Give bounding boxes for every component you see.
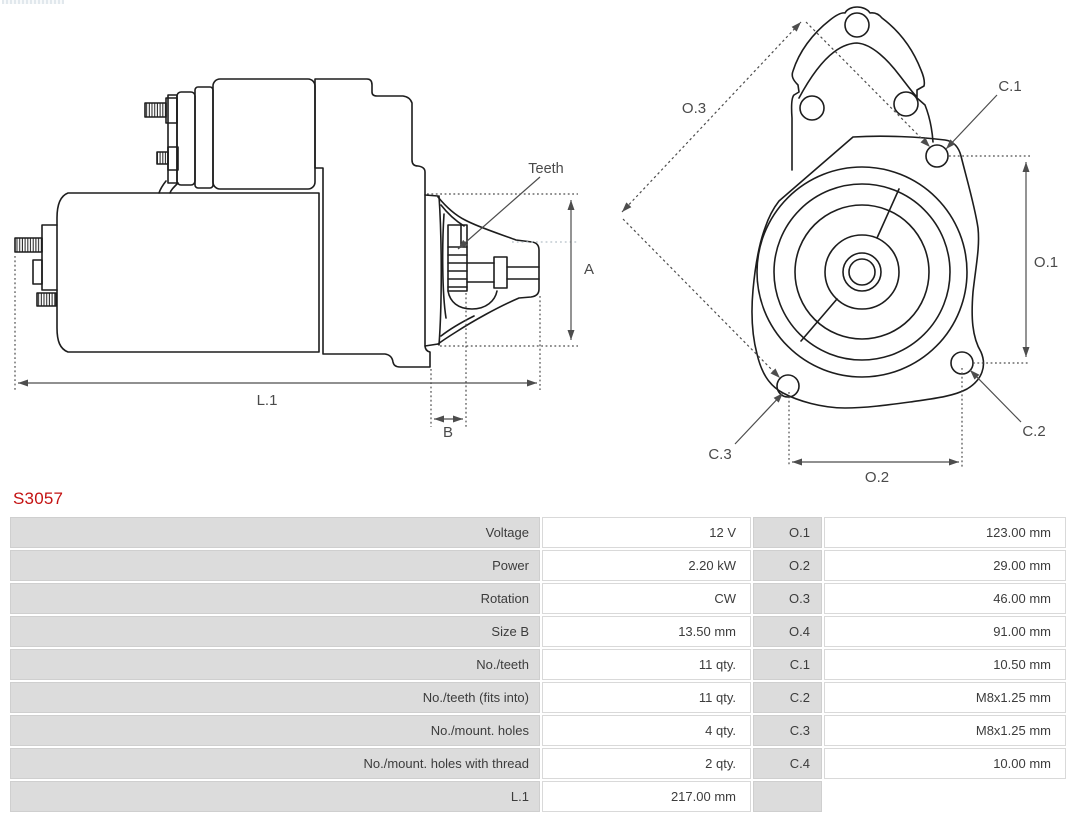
spec-label-cell: Rotation: [10, 583, 540, 614]
spec-label-cell: Size B: [10, 616, 540, 647]
spec-value-cell: 2.20 kW: [542, 550, 751, 581]
bell-housing: [437, 196, 540, 345]
dim-o1-label: O.1: [1034, 254, 1058, 271]
table-row: Rotation CW O.3 46.00 mm: [10, 583, 1066, 614]
mounting-flange: [751, 135, 985, 409]
table-row: L.1 217.00 mm: [10, 781, 1066, 812]
dim-label-cell: C.3: [753, 715, 822, 746]
dim-label-cell: C.2: [753, 682, 822, 713]
dim-value-cell: 10.00 mm: [824, 748, 1066, 779]
dim-value-cell: 91.00 mm: [824, 616, 1066, 647]
spec-label-cell: No./mount. holes with thread: [10, 748, 540, 779]
front-view-dimensions: [621, 21, 1030, 467]
dim-value-cell: 123.00 mm: [824, 517, 1066, 548]
solenoid-bracket: [158, 180, 179, 194]
teeth-label: Teeth: [528, 161, 563, 177]
dim-a-label: A: [584, 261, 594, 278]
dim-b-label: B: [443, 424, 453, 441]
dim-label-cell: O.2: [753, 550, 822, 581]
table-row: No./mount. holes 4 qty. C.3 M8x1.25 mm: [10, 715, 1066, 746]
spec-value-cell: 2 qty.: [542, 748, 751, 779]
dim-value-cell: 10.50 mm: [824, 649, 1066, 680]
pinion-scoop: [447, 290, 498, 310]
terminal-stud-thread: [14, 237, 43, 253]
table-row: Voltage 12 V O.1 123.00 mm: [10, 517, 1066, 548]
crown-left-hole: [799, 95, 825, 121]
solenoid-cap: [176, 91, 196, 186]
crown-right-hole: [893, 91, 919, 117]
part-number: S3057: [13, 489, 64, 508]
crown-outline: [790, 6, 934, 171]
spec-label-cell: No./mount. holes: [10, 715, 540, 746]
dim-c3-label: C.3: [708, 446, 731, 463]
solenoid-stud-top: [144, 102, 167, 118]
shaft: [466, 256, 540, 289]
hole-c2: [950, 351, 974, 375]
starter-front-view: [751, 6, 985, 409]
dim-label-cell: C.1: [753, 649, 822, 680]
crown-top-hole: [844, 12, 870, 38]
side-view-dimensions: [14, 176, 578, 427]
dim-label-cell: [753, 781, 822, 812]
hole-c3: [776, 374, 800, 398]
table-row: Size B 13.50 mm O.4 91.00 mm: [10, 616, 1066, 647]
crown-inner-arc: [798, 42, 917, 99]
table-row: No./teeth 11 qty. C.1 10.50 mm: [10, 649, 1066, 680]
table-row: No./mount. holes with thread 2 qty. C.4 …: [10, 748, 1066, 779]
hub-spokes: [800, 188, 900, 342]
spec-table: Voltage 12 V O.1 123.00 mm Power 2.20 kW…: [10, 517, 1066, 814]
drive-housing: [314, 78, 431, 368]
motor-body: [56, 192, 320, 353]
gear-housing-circles: [756, 166, 968, 378]
terminal-block: [32, 259, 43, 285]
dim-o2-label: O.2: [865, 469, 889, 486]
pinion-gear: [447, 224, 468, 292]
table-row: Power 2.20 kW O.2 29.00 mm: [10, 550, 1066, 581]
dim-l1-label: L.1: [257, 392, 278, 409]
dim-value-cell: 29.00 mm: [824, 550, 1066, 581]
technical-drawing: A L.1 B Teeth: [14, 6, 1058, 486]
terminal-plate: [41, 224, 58, 291]
spec-value-cell: 11 qty.: [542, 649, 751, 680]
flange-band: [424, 194, 443, 347]
spec-label-cell: L.1: [10, 781, 540, 812]
watermark: [2, 0, 64, 4]
dim-value-cell: [824, 781, 1066, 812]
spec-label-cell: Voltage: [10, 517, 540, 548]
dim-value-cell: 46.00 mm: [824, 583, 1066, 614]
spec-label-cell: Power: [10, 550, 540, 581]
dim-value-cell: M8x1.25 mm: [824, 682, 1066, 713]
spec-label-cell: No./teeth: [10, 649, 540, 680]
dim-label-cell: O.1: [753, 517, 822, 548]
dim-value-cell: M8x1.25 mm: [824, 715, 1066, 746]
solenoid-body: [212, 78, 316, 190]
spec-label-cell: No./teeth (fits into): [10, 682, 540, 713]
hole-c1: [925, 144, 949, 168]
spec-value-cell: CW: [542, 583, 751, 614]
dim-o3-label: O.3: [682, 100, 706, 117]
starter-side-view: [14, 78, 540, 368]
lower-stud-thread: [36, 292, 57, 307]
spec-value-cell: 217.00 mm: [542, 781, 751, 812]
solenoid-plate: [167, 94, 178, 184]
dim-label-cell: O.3: [753, 583, 822, 614]
spec-value-cell: 4 qty.: [542, 715, 751, 746]
dim-c2-label: C.2: [1022, 423, 1045, 440]
solenoid-stud-bottom: [156, 151, 169, 165]
solenoid-ring: [194, 86, 214, 189]
dim-label-cell: O.4: [753, 616, 822, 647]
spec-value-cell: 12 V: [542, 517, 751, 548]
dim-label-cell: C.4: [753, 748, 822, 779]
spec-value-cell: 11 qty.: [542, 682, 751, 713]
table-row: No./teeth (fits into) 11 qty. C.2 M8x1.2…: [10, 682, 1066, 713]
dim-c1-label: C.1: [998, 78, 1021, 95]
spec-value-cell: 13.50 mm: [542, 616, 751, 647]
